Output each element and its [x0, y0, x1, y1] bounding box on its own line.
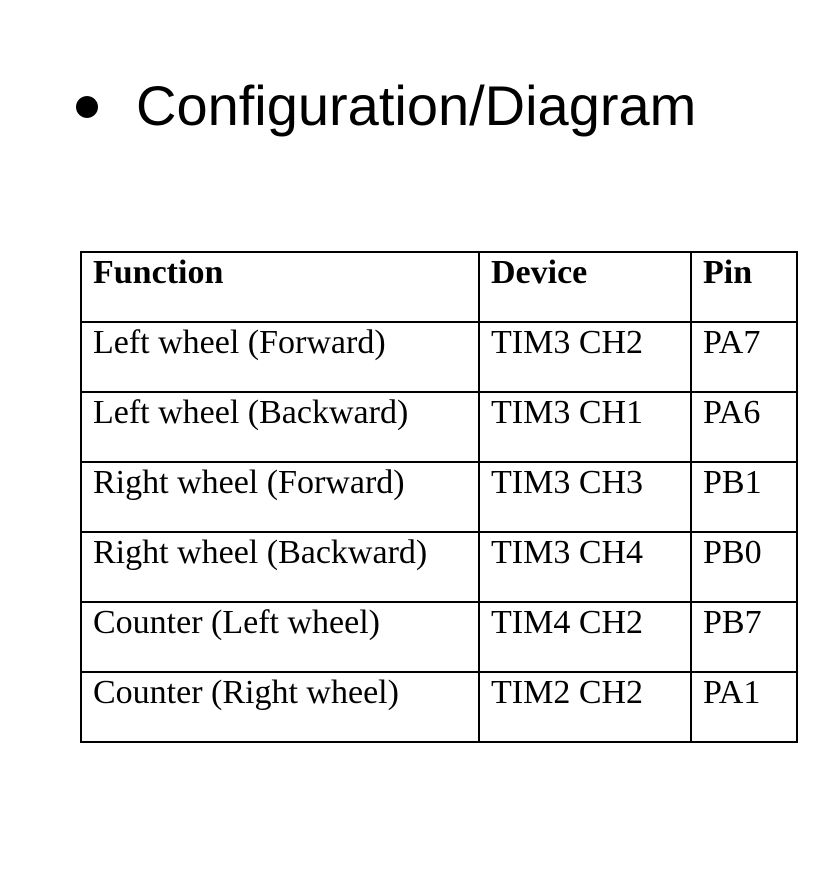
table-row: Right wheel (Backward) TIM3 CH4 PB0 — [80, 531, 798, 603]
cell-pin: PA6 — [690, 391, 798, 463]
header-pin: Pin — [690, 251, 798, 323]
cell-function: Right wheel (Forward) — [80, 461, 480, 533]
cell-pin: PB7 — [690, 601, 798, 673]
cell-function: Left wheel (Forward) — [80, 321, 480, 393]
bullet-icon — [76, 96, 98, 118]
header-device: Device — [478, 251, 692, 323]
slide-heading: Configuration/Diagram — [76, 70, 696, 142]
cell-function: Left wheel (Backward) — [80, 391, 480, 463]
table-row: Right wheel (Forward) TIM3 CH3 PB1 — [80, 461, 798, 533]
cell-function: Counter (Right wheel) — [80, 671, 480, 743]
cell-function: Counter (Left wheel) — [80, 601, 480, 673]
table-row: Counter (Left wheel) TIM4 CH2 PB7 — [80, 601, 798, 673]
cell-function: Right wheel (Backward) — [80, 531, 480, 603]
cell-device: TIM4 CH2 — [478, 601, 692, 673]
cell-device: TIM3 CH4 — [478, 531, 692, 603]
table-header-row: Function Device Pin — [80, 251, 798, 323]
cell-pin: PB0 — [690, 531, 798, 603]
table-row: Counter (Right wheel) TIM2 CH2 PA1 — [80, 671, 798, 743]
configuration-table: Function Device Pin Left wheel (Forward)… — [80, 251, 798, 743]
header-function: Function — [80, 251, 480, 323]
cell-device: TIM2 CH2 — [478, 671, 692, 743]
cell-pin: PA1 — [690, 671, 798, 743]
cell-pin: PB1 — [690, 461, 798, 533]
table-row: Left wheel (Forward) TIM3 CH2 PA7 — [80, 321, 798, 393]
table-row: Left wheel (Backward) TIM3 CH1 PA6 — [80, 391, 798, 463]
cell-pin: PA7 — [690, 321, 798, 393]
cell-device: TIM3 CH2 — [478, 321, 692, 393]
heading-text: Configuration/Diagram — [136, 74, 697, 137]
cell-device: TIM3 CH1 — [478, 391, 692, 463]
cell-device: TIM3 CH3 — [478, 461, 692, 533]
